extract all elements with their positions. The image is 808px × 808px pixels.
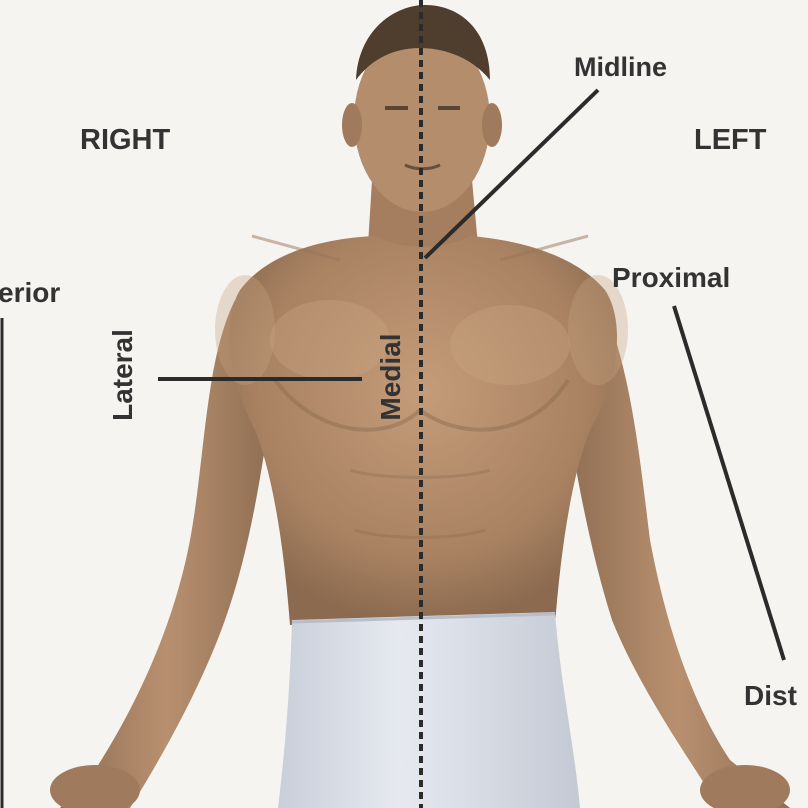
label-superior: erior	[0, 277, 61, 308]
label-proximal: Proximal	[612, 262, 731, 293]
label-medial: Medial	[375, 333, 406, 421]
proximal-distal-pointer	[672, 305, 786, 661]
right-arm	[60, 300, 272, 808]
torso	[229, 236, 617, 625]
label-lateral: Lateral	[107, 329, 138, 421]
label-distal: Dist	[744, 680, 797, 711]
label-midline: Midline	[574, 52, 667, 82]
midline-pointer	[423, 88, 600, 260]
towel	[278, 612, 580, 808]
left-arm	[565, 300, 790, 808]
label-left: LEFT	[694, 124, 767, 156]
label-right: RIGHT	[80, 124, 171, 156]
